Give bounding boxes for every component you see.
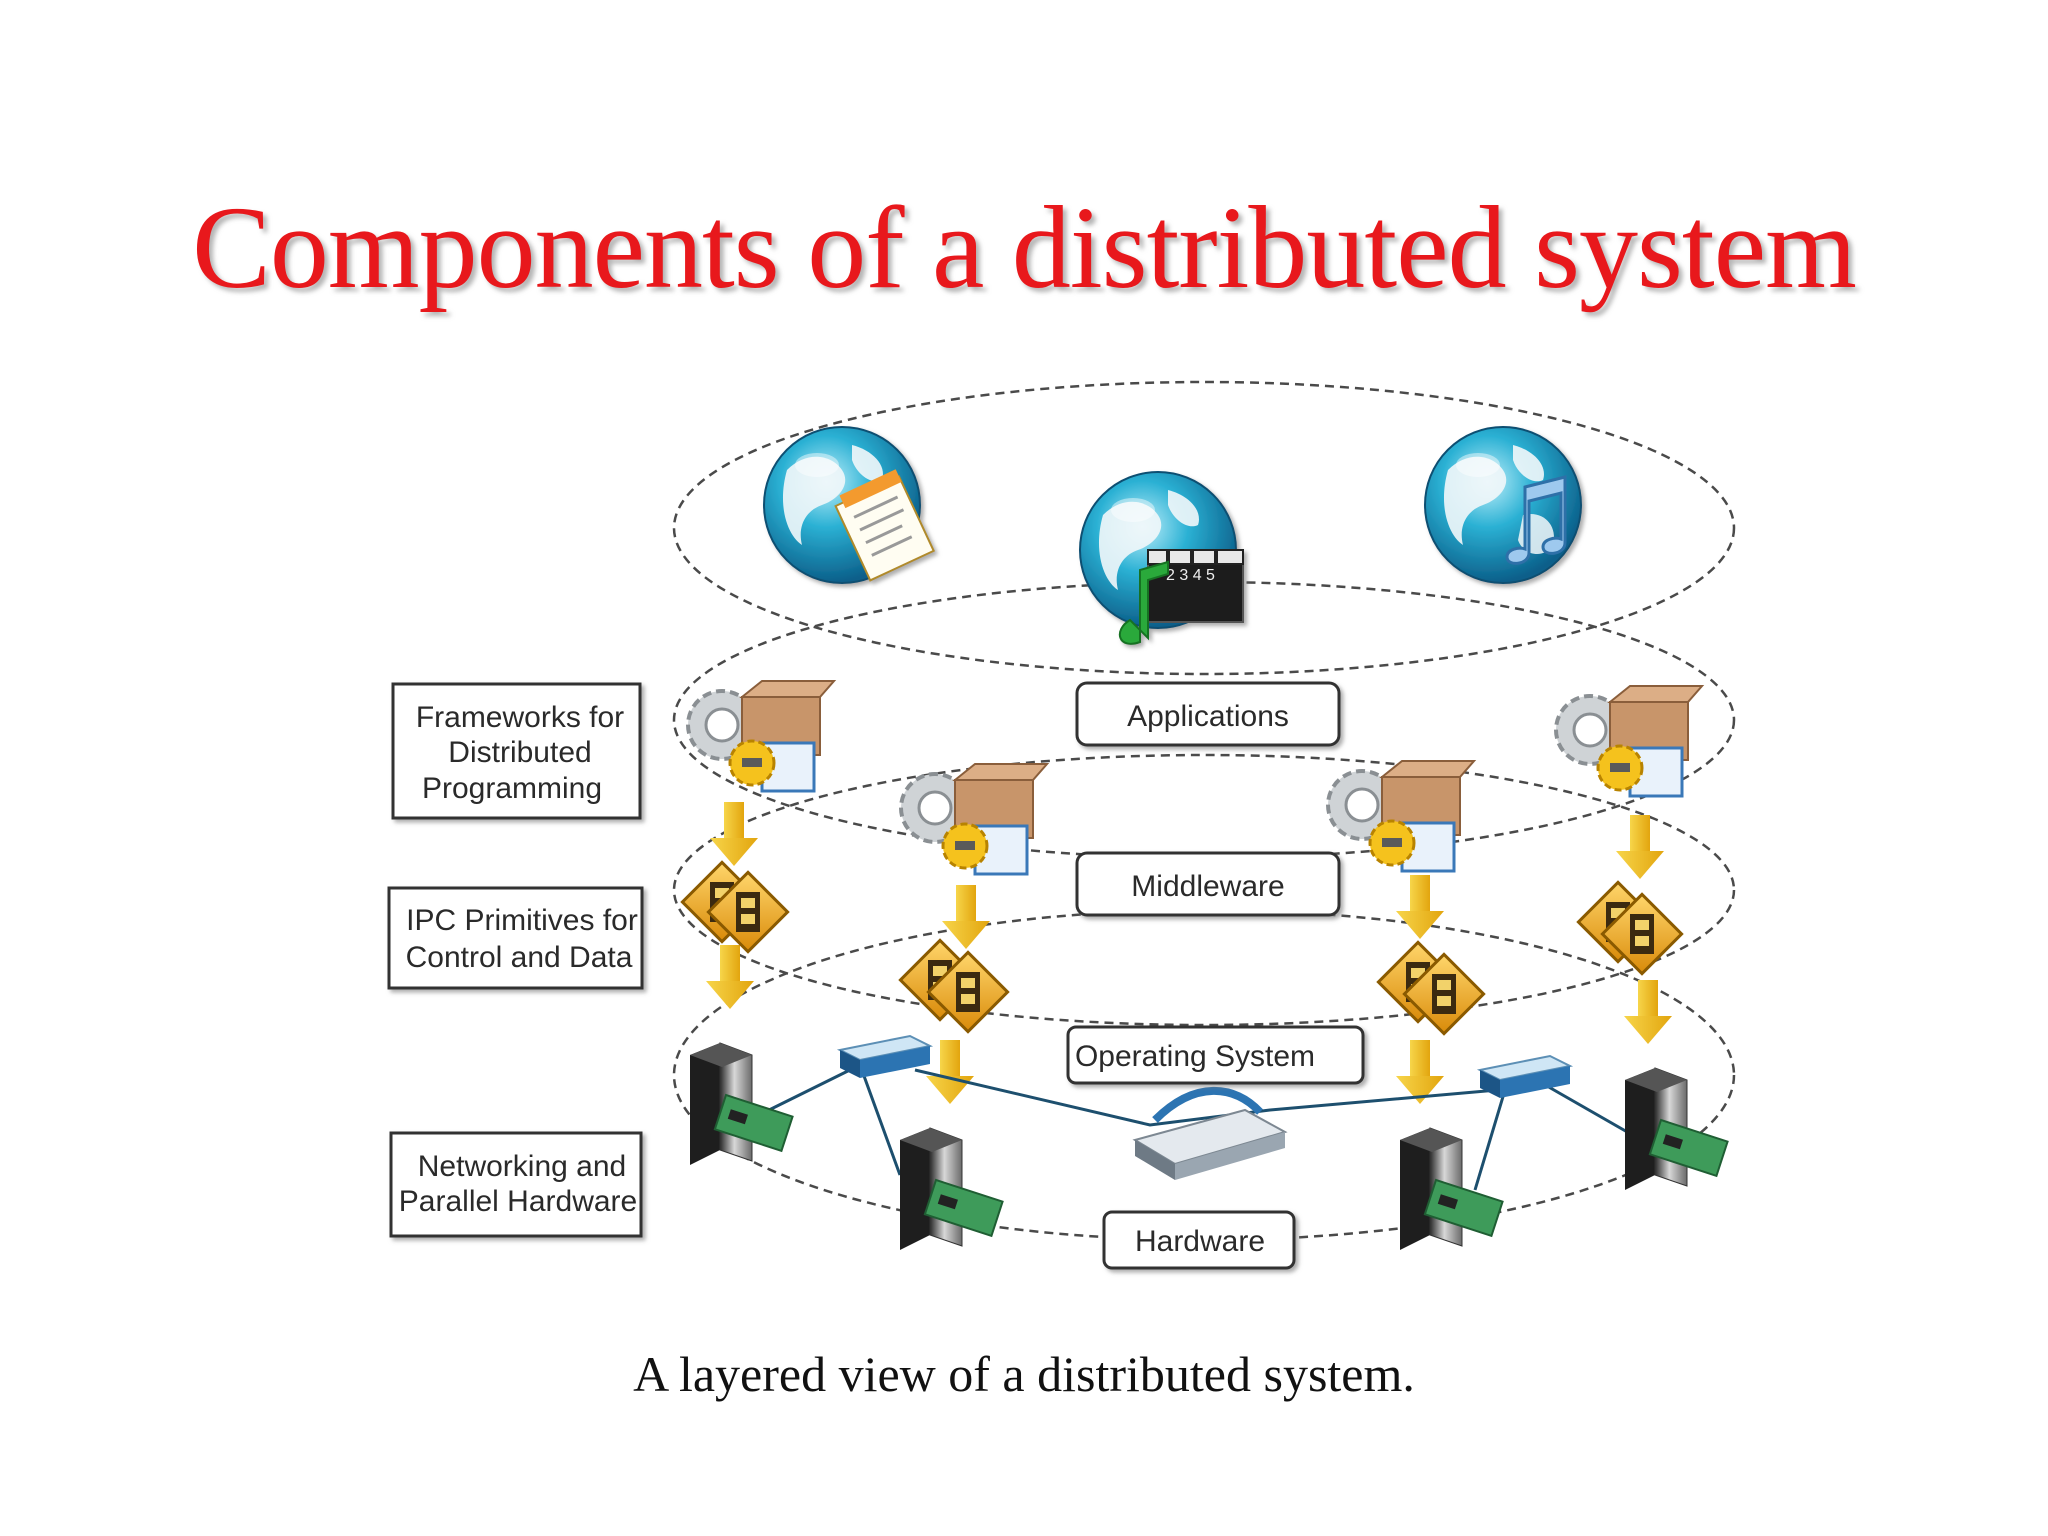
globe-music-icon <box>1424 426 1582 584</box>
networking-label-line: Parallel Hardware <box>399 1185 637 1218</box>
arrow-down-icon <box>1624 980 1672 1044</box>
frameworks-label-line: Frameworks for <box>416 701 624 734</box>
gears-package-icon <box>1326 759 1476 873</box>
hardware-icons <box>689 1035 1729 1251</box>
networking-label-line: Networking and <box>418 1150 626 1183</box>
arrow-down-icon <box>706 945 754 1009</box>
router-icon <box>1132 1086 1288 1180</box>
ipc-label-line: Control and Data <box>406 941 633 974</box>
frameworks-box: Frameworks for Distributed Programming <box>391 682 642 820</box>
applications-label-text: Applications <box>1127 700 1289 733</box>
arrow-down-icon <box>710 802 758 866</box>
hardware-label-text: Hardware <box>1135 1225 1265 1258</box>
gears-package-icon <box>686 679 836 793</box>
globe-documents-icon <box>763 426 936 584</box>
gears-package-icon <box>1554 684 1704 798</box>
side-labels: Frameworks for Distributed Programming I… <box>387 682 644 1238</box>
ellipse-applications <box>672 380 1736 676</box>
arrow-down-icon <box>942 885 990 949</box>
frameworks-label-line: Distributed <box>448 736 591 769</box>
server-icon <box>899 1127 1004 1251</box>
server-icon <box>689 1042 794 1166</box>
arrow-down-icon <box>1396 875 1444 939</box>
arrow-down-icon <box>1616 815 1664 879</box>
ellipse-ipc <box>672 753 1736 1027</box>
applications-layer-label: Applications <box>1075 681 1341 747</box>
networking-box: Networking and Parallel Hardware <box>389 1131 643 1238</box>
ipc-primitives-box: IPC Primitives for Control and Data <box>387 886 644 990</box>
ipc-label-line: IPC Primitives for <box>406 904 638 937</box>
frameworks-label-line: Programming <box>422 772 602 805</box>
ellipse-hardware <box>672 908 1736 1242</box>
arrow-down-icon <box>926 1040 974 1104</box>
applications-icons: 2 3 4 5 <box>763 426 1582 645</box>
operating-system-layer-label: Operating System <box>1066 1025 1365 1085</box>
operating-system-label-text: Operating System <box>1075 1040 1315 1073</box>
hardware-layer-label: Hardware <box>1102 1210 1296 1270</box>
middleware-layer-label: Middleware <box>1075 851 1341 917</box>
figure-caption: A layered view of a distributed system. <box>633 1346 1415 1402</box>
middleware-label-text: Middleware <box>1131 870 1284 903</box>
svg-text:2 3 4 5: 2 3 4 5 <box>1166 567 1215 584</box>
globe-media-icon: 2 3 4 5 <box>1079 471 1244 645</box>
slide-title: Components of a distributed system <box>192 182 1857 313</box>
layer-labels: Applications Middleware Operating System… <box>1066 681 1365 1270</box>
gears-package-icon <box>899 762 1049 876</box>
server-icon <box>1624 1067 1729 1191</box>
